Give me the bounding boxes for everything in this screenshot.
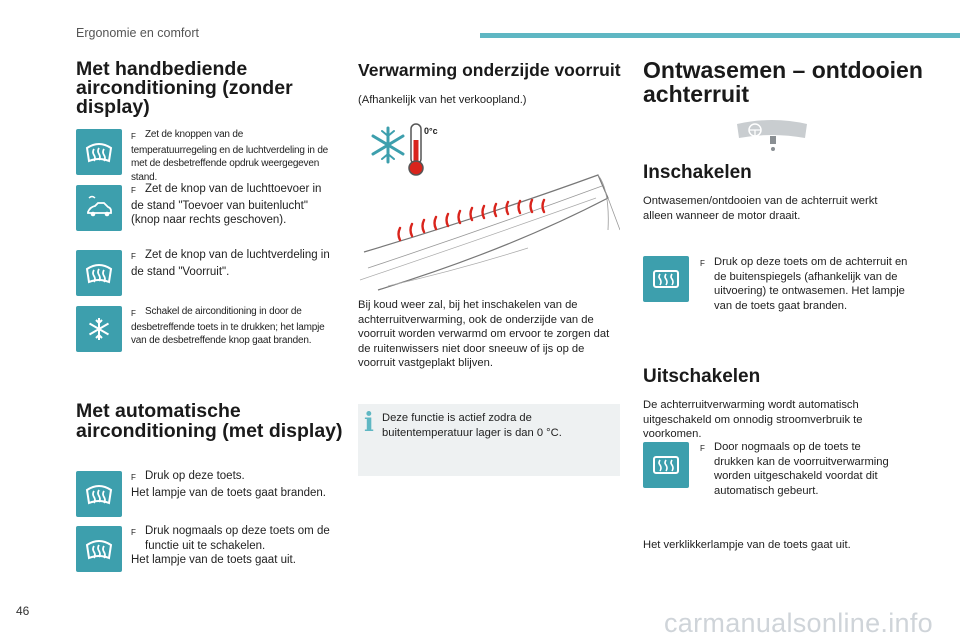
info-note-text: Deze functie is actief zodra de buitente… [382,412,562,439]
steering-wheel-location-icon [735,118,809,151]
windscreen-heating-heading: Verwarming onderzijde voorruit [358,60,621,80]
defrost-windscreen-icon [76,250,122,296]
bullet-marker: F [700,259,705,268]
auto-ac-heading: Met automatische airconditioning (met di… [76,400,343,442]
bullet-marker: F [131,132,136,141]
defrost-windscreen-icon [76,526,122,572]
switch-off-body: De achterruitverwarming wordt automatisc… [643,399,863,440]
defrost-windscreen-icon [76,129,122,175]
bullet-marker: F [131,309,136,318]
info-note-box [358,404,620,476]
auto-ac-step-1-note: Het lampje van de toets gaat branden. [131,486,326,499]
bullet-marker: F [131,186,136,195]
switch-on-heading: Inschakelen [643,162,752,183]
switch-off-heading: Uitschakelen [643,366,761,387]
auto-ac-step-2-note: Het lampje van de toets gaat uit. [131,554,296,566]
rear-defrost-heading: Ontwasemen – ontdooien achterruit [643,57,923,107]
bullet-marker: F [131,252,136,261]
bullet-marker: F [131,473,136,482]
header-accent-bar [480,33,960,38]
bullet-marker: F [700,444,705,453]
defrost-windscreen-icon [76,471,122,517]
page-number: 46 [16,604,30,618]
rear-window-defrost-icon [643,256,689,302]
windscreen-heating-subtitle: (Afhankelijk van het verkoopland.) [358,94,527,106]
manual-ac-heading: Met handbediende airconditioning (zonder… [76,58,293,118]
indicator-off-text: Het verklikkerlampje van de toets gaat u… [643,539,851,551]
info-icon: i [364,408,374,438]
recirculation-off-icon [76,185,122,231]
section-label: Ergonomie en comfort [76,26,199,40]
thermometer-icon: 0°c [408,123,438,176]
air-conditioning-icon [76,306,122,352]
bullet-marker: F [131,528,136,537]
switch-on-body: Ontwasemen/ontdooien van de achterruit w… [643,195,878,222]
snowflake-icon [371,126,405,164]
watermark: carmanualsonline.info [664,608,933,638]
windscreen-heating-illustration: 0°c [358,120,621,292]
rear-window-defrost-icon [643,442,689,488]
svg-text:0°c: 0°c [424,126,438,136]
windscreen-heating-body: Bij koud weer zal, bij het inschakelen v… [358,299,610,369]
